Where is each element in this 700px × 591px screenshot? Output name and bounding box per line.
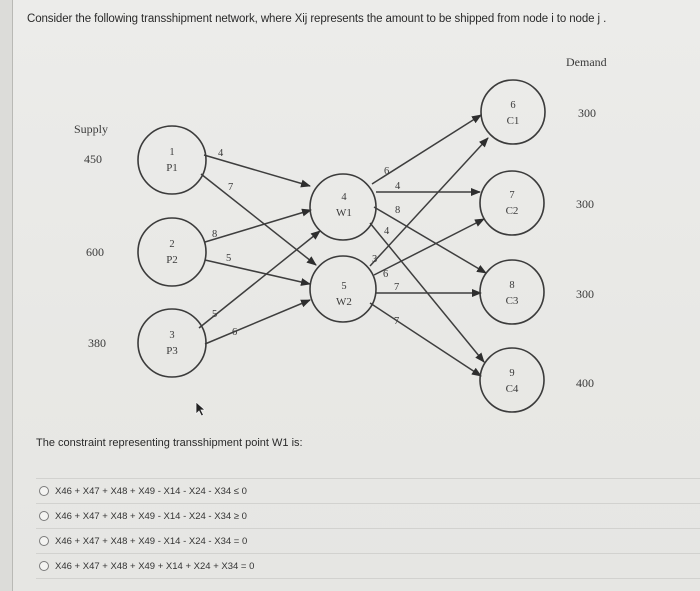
- edge-p1-w2: [200, 173, 317, 266]
- demand-c3: 300: [576, 287, 594, 301]
- edges-warehouses-to-customers: [369, 114, 489, 377]
- node-c4-number: 9: [509, 368, 514, 379]
- supply-p1: 450: [84, 152, 102, 166]
- cost-p3-w2: 6: [232, 327, 237, 338]
- radio-button[interactable]: [39, 536, 49, 546]
- cost-w2-c4: 7: [394, 316, 399, 327]
- node-c2-label: C2: [506, 205, 519, 217]
- cost-w2-c1: 3: [372, 254, 377, 265]
- transshipment-network-diagram: Supply Demand 450 600 380 300 300 300 40…: [74, 55, 607, 413]
- node-w1-number: 4: [341, 192, 347, 203]
- node-p2-label: P2: [166, 254, 178, 266]
- answer-option-1[interactable]: X46 + X47 + X48 + X49 - X14 - X24 - X34 …: [36, 478, 700, 504]
- node-w1-label: W1: [336, 207, 352, 219]
- node-c3-number: 8: [509, 280, 514, 291]
- supply-p3: 380: [88, 336, 106, 350]
- edge-p3-w1: [198, 230, 321, 329]
- cost-p3-w1: 5: [212, 309, 217, 320]
- answer-option-4[interactable]: X46 + X47 + X48 + X49 + X14 + X24 + X34 …: [36, 554, 700, 579]
- node-c3-label: C3: [506, 295, 519, 307]
- answer-option-label: X46 + X47 + X48 + X49 - X14 - X24 - X34 …: [55, 535, 248, 547]
- node-p1: 1 P1: [137, 125, 207, 195]
- node-c1-label: C1: [507, 115, 520, 127]
- edge-w2-c4: [369, 302, 482, 377]
- supply-header: Supply: [74, 122, 108, 136]
- radio-button[interactable]: [39, 511, 49, 521]
- node-c4-label: C4: [506, 383, 519, 395]
- node-p2-number: 2: [169, 239, 174, 250]
- edge-p3-w2: [204, 299, 311, 345]
- node-c3: 8 C3: [479, 259, 545, 325]
- cost-w1-c2: 4: [395, 181, 401, 192]
- cost-p2-w2: 5: [226, 253, 231, 264]
- edge-p2-w1: [204, 208, 312, 243]
- cost-w2-c2: 6: [383, 269, 388, 280]
- edge-w1-c3: [373, 206, 487, 274]
- answer-option-label: X46 + X47 + X48 + X49 + X14 + X24 + X34 …: [55, 560, 255, 572]
- question-panel: [13, 0, 700, 591]
- constraint-prompt: The constraint representing transshipmen…: [36, 437, 303, 449]
- edge-w1-c1: [371, 114, 482, 185]
- node-p3-label: P3: [166, 345, 178, 357]
- cost-w1-c3: 8: [395, 205, 400, 216]
- demand-c4: 400: [576, 376, 594, 390]
- node-p2: 2 P2: [137, 217, 207, 287]
- edge-p1-w1: [203, 154, 311, 188]
- demand-c1: 300: [578, 106, 596, 120]
- node-c1: 6 C1: [480, 79, 546, 145]
- cost-p1-w1: 4: [218, 148, 224, 159]
- cost-w1-c4: 4: [384, 226, 390, 237]
- cost-p1-w2: 7: [228, 182, 233, 193]
- mouse-pointer-icon: [195, 401, 207, 417]
- cost-p2-w1: 8: [212, 229, 217, 240]
- answer-option-label: X46 + X47 + X48 + X49 - X14 - X24 - X34 …: [55, 510, 247, 522]
- edge-w2-c1: [369, 137, 489, 267]
- node-p3: 3 P3: [137, 308, 207, 378]
- node-p3-number: 3: [169, 330, 174, 341]
- radio-button[interactable]: [39, 561, 49, 571]
- answer-option-label: X46 + X47 + X48 + X49 - X14 - X24 - X34 …: [55, 485, 247, 497]
- node-c2: 7 C2: [479, 170, 545, 236]
- question-text: Consider the following transshipment net…: [27, 13, 607, 25]
- node-w2: 5 W2: [309, 255, 377, 323]
- node-p1-label: P1: [166, 162, 178, 174]
- left-edge-bar: [0, 0, 13, 591]
- demand-header: Demand: [566, 55, 607, 69]
- node-c2-number: 7: [509, 190, 514, 201]
- node-w2-label: W2: [336, 296, 352, 308]
- supply-p2: 600: [86, 245, 104, 259]
- answer-options: X46 + X47 + X48 + X49 - X14 - X24 - X34 …: [36, 478, 700, 579]
- node-w1: 4 W1: [309, 173, 377, 241]
- radio-button[interactable]: [39, 486, 49, 496]
- node-w2-number: 5: [341, 281, 346, 292]
- demand-c2: 300: [576, 197, 594, 211]
- node-c4: 9 C4: [479, 347, 545, 413]
- node-c1-number: 6: [510, 100, 515, 111]
- answer-option-2[interactable]: X46 + X47 + X48 + X49 - X14 - X24 - X34 …: [36, 504, 700, 529]
- edge-cost-labels: 4 7 8 5 5 6 6 4 8 4 3 6 7 7: [212, 148, 401, 338]
- edge-p2-w2: [204, 259, 311, 286]
- edge-w2-c2: [373, 218, 485, 276]
- answer-option-3[interactable]: X46 + X47 + X48 + X49 - X14 - X24 - X34 …: [36, 529, 700, 554]
- cost-w1-c1: 6: [384, 166, 389, 177]
- node-p1-number: 1: [169, 147, 174, 158]
- edges-sources-to-warehouses: [198, 154, 321, 345]
- cost-w2-c3: 7: [394, 282, 399, 293]
